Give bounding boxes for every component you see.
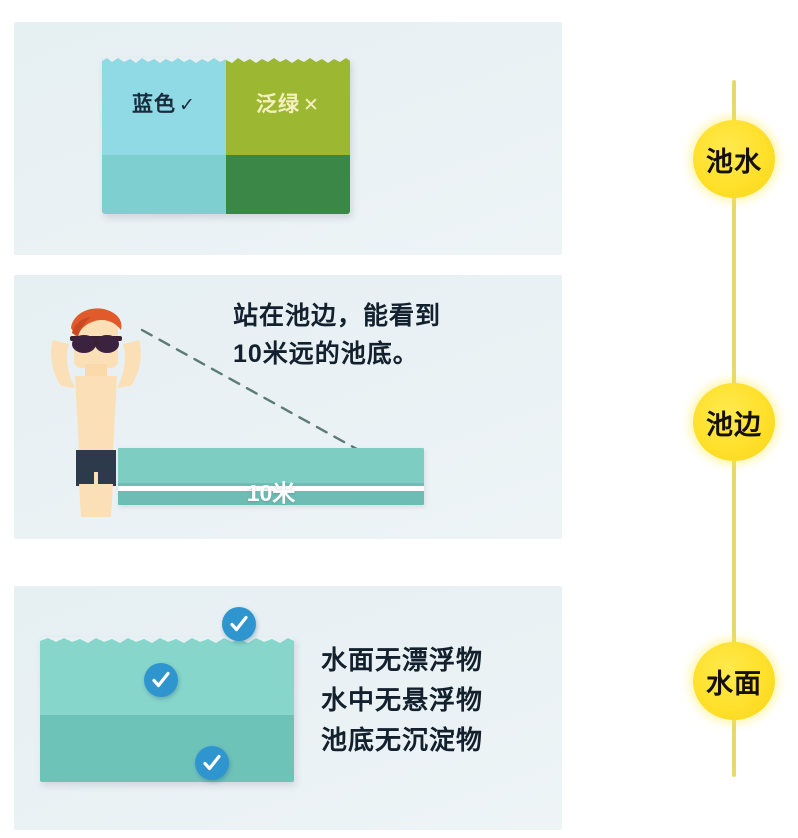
debris-caption-line3: 池底无沉淀物 bbox=[321, 725, 484, 755]
panel-pool-water-color: 蓝色✓ 泛绿✕ bbox=[14, 22, 562, 255]
swatch-green-text: 泛绿 bbox=[256, 93, 301, 116]
cross-mark-glyph: ✕ bbox=[303, 95, 320, 116]
timeline-node-pool-edge[interactable]: 池边 bbox=[693, 383, 775, 461]
panel-water-clarity: 站在池边，能看到 10米远的池底。 10米 bbox=[14, 275, 562, 539]
panel-no-debris: 水面无漂浮物 水中无悬浮物 池底无沉淀物 bbox=[14, 586, 562, 830]
swatch-green-top bbox=[226, 58, 350, 155]
clarity-caption: 站在池边，能看到 10米远的池底。 bbox=[233, 297, 441, 373]
timeline-node-label: 池边 bbox=[706, 409, 762, 440]
swatch-blue-good: 蓝色✓ bbox=[102, 58, 226, 214]
clarity-caption-line2: 10米远的池底。 bbox=[233, 340, 419, 368]
swatch-green-bottom bbox=[226, 154, 350, 214]
pool-cross-section bbox=[40, 637, 294, 782]
torn-edge-icon bbox=[226, 58, 350, 63]
timeline-node-water-level[interactable]: 水面 bbox=[693, 642, 775, 720]
swatch-blue-bottom bbox=[102, 154, 226, 214]
pool-strip-upper bbox=[118, 448, 424, 484]
check-mark-glyph: ✓ bbox=[179, 95, 196, 116]
debris-caption-line2: 水中无悬浮物 bbox=[321, 685, 484, 715]
measure-line bbox=[118, 486, 424, 491]
pool-length-strip: 10米 bbox=[118, 448, 424, 505]
distance-label: 10米 bbox=[246, 480, 296, 505]
check-circle-icon-bottom bbox=[195, 746, 229, 780]
check-circle-icon-surface bbox=[222, 607, 256, 641]
swatch-green-label: 泛绿✕ bbox=[226, 88, 350, 118]
timeline-node-label: 池水 bbox=[706, 146, 762, 177]
swatch-blue-top bbox=[102, 58, 226, 155]
swatch-blue-text: 蓝色 bbox=[132, 93, 177, 116]
debris-caption: 水面无漂浮物 水中无悬浮物 池底无沉淀物 bbox=[321, 640, 483, 760]
swimmer-with-sunglasses-icon bbox=[51, 308, 141, 517]
timeline-node-label: 水面 bbox=[706, 668, 762, 699]
inspection-timeline: 池水 池边 水面 bbox=[620, 0, 798, 838]
check-circle-icon-mid bbox=[144, 663, 178, 697]
debris-caption-line1: 水面无漂浮物 bbox=[321, 645, 484, 675]
timeline-node-pool-water[interactable]: 池水 bbox=[693, 120, 775, 198]
color-swatch-pair: 蓝色✓ 泛绿✕ bbox=[102, 58, 350, 214]
torn-edge-icon bbox=[102, 58, 226, 63]
torn-edge-icon bbox=[40, 637, 294, 643]
pool-water-lower bbox=[40, 715, 294, 782]
swatch-green-bad: 泛绿✕ bbox=[226, 58, 350, 214]
clarity-caption-line1: 站在池边，能看到 bbox=[233, 302, 442, 330]
swatch-blue-label: 蓝色✓ bbox=[102, 88, 226, 118]
